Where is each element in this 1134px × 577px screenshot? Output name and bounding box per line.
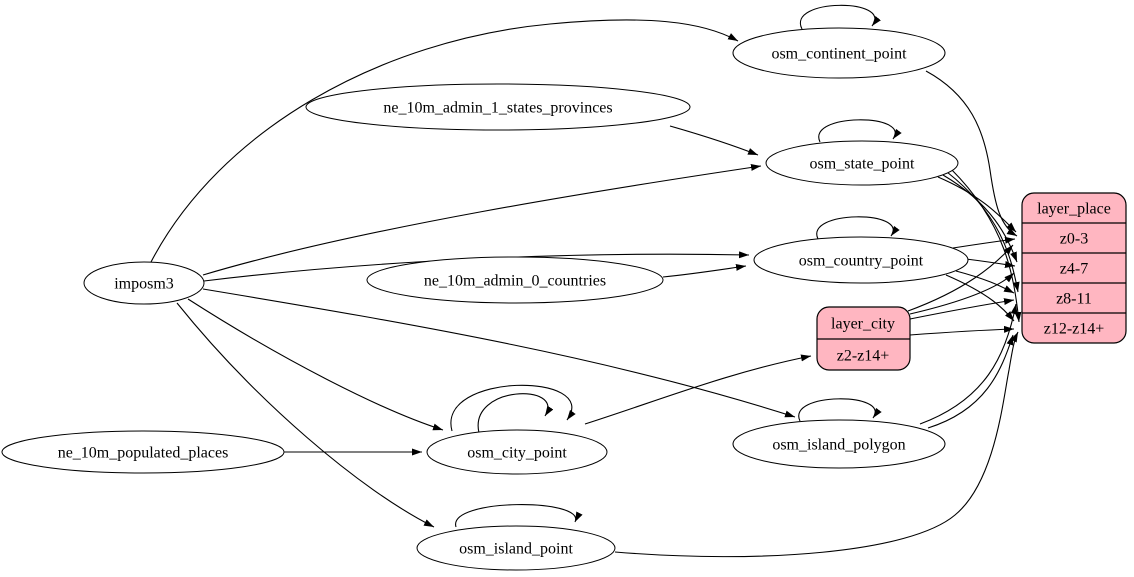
layer-place-row-z12-z14: z12-z14+ <box>1044 321 1105 338</box>
selfloop-osm-city-point-inner <box>477 393 554 434</box>
selfloop-osm-state-point <box>818 119 902 143</box>
layer-place-row-z0-3: z0-3 <box>1060 231 1088 248</box>
layer-city-title: layer_city <box>831 316 895 333</box>
osm-island-polygon-ellipse <box>732 419 946 469</box>
osm-city-point-ellipse <box>426 429 608 475</box>
osm-island-point-ellipse <box>416 525 616 571</box>
layer-city-row-z2-z14: z2-z14+ <box>837 348 890 365</box>
edge-osm-island-point-z12-z14 <box>614 331 1019 558</box>
selfloop-osm-island-point <box>455 504 583 528</box>
ne-states-label: ne_10m_admin_1_states_provinces <box>383 100 612 117</box>
edge-imposm3-osm-island-point <box>176 302 435 528</box>
selfloop-osm-continent-point <box>799 4 881 30</box>
edge-osm-continent-point-z0-3 <box>925 70 1018 237</box>
edge-osm-state-point-z12-z14 <box>950 168 1022 323</box>
edge-layer-city-z4-7 <box>909 272 1015 315</box>
ne-countries-label: ne_10m_admin_0_countries <box>424 273 606 290</box>
edge-layer-city-z0-3 <box>907 244 1014 312</box>
edge-osm-state-point-z8-11 <box>946 171 1020 293</box>
edge-ne-countries-osm-country-point <box>662 263 747 278</box>
osm-state-point-ellipse <box>765 140 959 186</box>
edge-imposm3-osm-city-point <box>187 298 444 431</box>
layer-place-row-z8-11: z8-11 <box>1056 291 1092 308</box>
layer-place-title: layer_place <box>1037 201 1111 218</box>
osm-continent-point-ellipse <box>732 27 946 79</box>
ne-states-ellipse <box>305 83 691 131</box>
edge-layer-city-z8-11 <box>909 298 1015 320</box>
node-osm-city-point: osm_city_point <box>426 429 608 475</box>
edge-osm-country-point-z12-z14 <box>945 274 1015 322</box>
osm-island-polygon-label: osm_island_polygon <box>772 437 905 454</box>
osm-island-point-label: osm_island_point <box>459 541 573 558</box>
node-ne-10m-admin-0-countries: ne_10m_admin_0_countries <box>366 256 664 304</box>
layer-place-box <box>1021 192 1127 344</box>
edge-osm-island-polygon-z12-z14 <box>927 334 1014 429</box>
edge-osm-island-polygon-z8-11 <box>919 303 1018 425</box>
ne-countries-ellipse <box>366 256 664 304</box>
osm-state-point-label: osm_state_point <box>810 156 915 173</box>
edge-osm-state-point-z0-3 <box>937 176 1017 233</box>
node-osm-island-point: osm_island_point <box>416 525 616 571</box>
selfloop-osm-island-polygon <box>798 398 882 422</box>
edge-imposm3-osm-continent-point <box>150 19 739 263</box>
imposm3-label: imposm3 <box>114 276 174 293</box>
record-layer-place: layer_place z0-3 z4-7 z8-11 z12-z14+ <box>1021 192 1127 344</box>
edge-layer <box>150 4 1022 558</box>
edge-imposm3-osm-island-polygon <box>202 288 796 418</box>
osm-country-point-ellipse <box>753 236 969 284</box>
node-osm-state-point: osm_state_point <box>765 140 959 186</box>
node-osm-country-point: osm_country_point <box>753 236 969 284</box>
edge-ne-states-osm-state-point <box>669 125 759 156</box>
selfloop-osm-city-point-outer <box>450 384 576 432</box>
node-osm-island-polygon: osm_island_polygon <box>732 419 946 469</box>
edge-osm-country-point-z0-3 <box>952 236 1016 249</box>
node-imposm3: imposm3 <box>83 261 205 305</box>
node-ne-10m-populated-places: ne_10m_populated_places <box>1 430 285 474</box>
imposm3-ellipse <box>83 261 205 305</box>
edge-osm-city-point-layer-city <box>584 354 812 425</box>
osm-continent-point-label: osm_continent_point <box>771 46 907 63</box>
ne-places-label: ne_10m_populated_places <box>58 445 229 462</box>
layer-place-row-z4-7: z4-7 <box>1060 261 1088 278</box>
edge-osm-country-point-z8-11 <box>955 270 1015 294</box>
edge-imposm3-osm-state-point <box>202 164 762 276</box>
osm-city-point-label: osm_city_point <box>467 445 567 462</box>
edge-layer-city-z12-z14 <box>909 325 1015 336</box>
node-osm-continent-point: osm_continent_point <box>732 27 946 79</box>
record-layer-city: layer_city z2-z14+ <box>816 306 911 371</box>
osm-country-point-label: osm_country_point <box>799 253 924 270</box>
edge-osm-state-point-z4-7 <box>942 174 1018 263</box>
ne-places-ellipse <box>1 430 285 474</box>
selfloop-osm-country-point <box>816 216 900 240</box>
node-ne-10m-admin-1-states-provinces: ne_10m_admin_1_states_provinces <box>305 83 691 131</box>
